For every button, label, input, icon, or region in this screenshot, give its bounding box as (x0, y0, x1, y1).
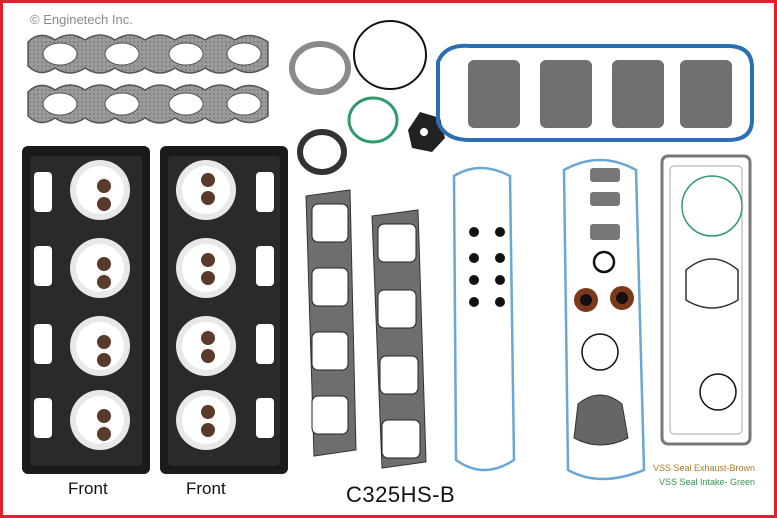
front-label-left: Front (68, 479, 108, 498)
round-seals (289, 20, 445, 175)
timing-cover-gasket (660, 154, 752, 446)
long-seals (452, 158, 646, 481)
small-o-rings (469, 227, 505, 307)
head-gasket-right (160, 146, 288, 474)
legend-intake: VSS Seal Intake- Green (659, 477, 756, 487)
intake-manifold-gaskets (305, 189, 427, 469)
valve-cover-gasket (436, 43, 754, 142)
exhaust-manifold-gasket-bottom (27, 84, 269, 124)
front-label-right: Front (186, 479, 226, 498)
valve-stem-seals (97, 173, 215, 441)
legend-exhaust: VSS Seal Exhaust-Brown (653, 463, 756, 473)
copyright-text: © Enginetech Inc. (30, 12, 133, 27)
front-cover-parts (573, 168, 634, 446)
exhaust-manifold-gasket-top (27, 34, 269, 74)
part-number: C325HS-B (346, 482, 456, 507)
head-gasket-left (22, 146, 150, 474)
